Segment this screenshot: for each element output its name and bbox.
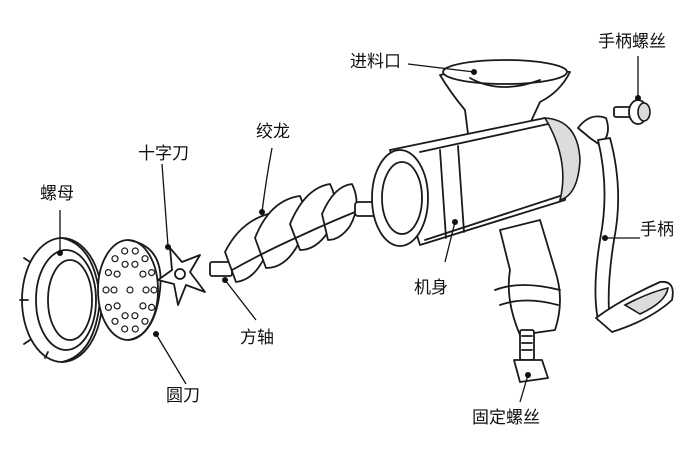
- label-nut: 螺母: [40, 184, 74, 204]
- auger-part: [209, 183, 396, 283]
- blade-hole: [148, 269, 156, 277]
- blade-hole: [104, 303, 113, 311]
- blade-hole: [141, 317, 149, 325]
- blade-hole: [142, 286, 150, 294]
- handle-part: [577, 115, 674, 333]
- blade-hole: [148, 303, 156, 311]
- blade-hole: [121, 247, 129, 255]
- cross-blade-part: [157, 247, 206, 306]
- blade-hole: [131, 312, 139, 320]
- label-handle: 手柄: [640, 220, 674, 240]
- blade-hole: [104, 269, 113, 277]
- label-clamp-screw: 固定螺丝: [472, 408, 540, 428]
- handle-screw-part: [613, 99, 651, 125]
- blade-hole: [110, 286, 118, 294]
- label-handle-screw: 手柄螺丝: [598, 32, 666, 52]
- blade-hole: [121, 260, 129, 268]
- blade-hole: [139, 302, 147, 310]
- nut-part: [19, 237, 103, 363]
- blade-hole: [121, 312, 129, 320]
- blade-hole: [131, 325, 139, 333]
- blade-hole: [111, 317, 119, 325]
- label-feed-inlet: 进料口: [350, 52, 401, 72]
- blade-hole: [131, 247, 139, 255]
- blade-hole: [113, 302, 121, 310]
- label-auger: 绞龙: [256, 122, 290, 142]
- blade-hole: [126, 286, 134, 294]
- label-body: 机身: [414, 278, 448, 298]
- blade-hole: [113, 270, 121, 278]
- label-square-shaft: 方轴: [240, 328, 274, 348]
- blade-hole: [102, 286, 110, 294]
- blade-hole: [131, 260, 139, 268]
- clamp-screw-part: [513, 329, 549, 383]
- blade-hole: [150, 286, 158, 294]
- label-round-blade: 圆刀: [166, 386, 200, 406]
- body-part: [371, 59, 581, 336]
- blade-hole: [139, 270, 147, 278]
- blade-hole: [141, 255, 149, 263]
- round-blade-part: [97, 239, 162, 341]
- blade-hole: [121, 325, 129, 333]
- label-cross-blade: 十字刀: [138, 144, 189, 164]
- blade-hole: [111, 255, 119, 263]
